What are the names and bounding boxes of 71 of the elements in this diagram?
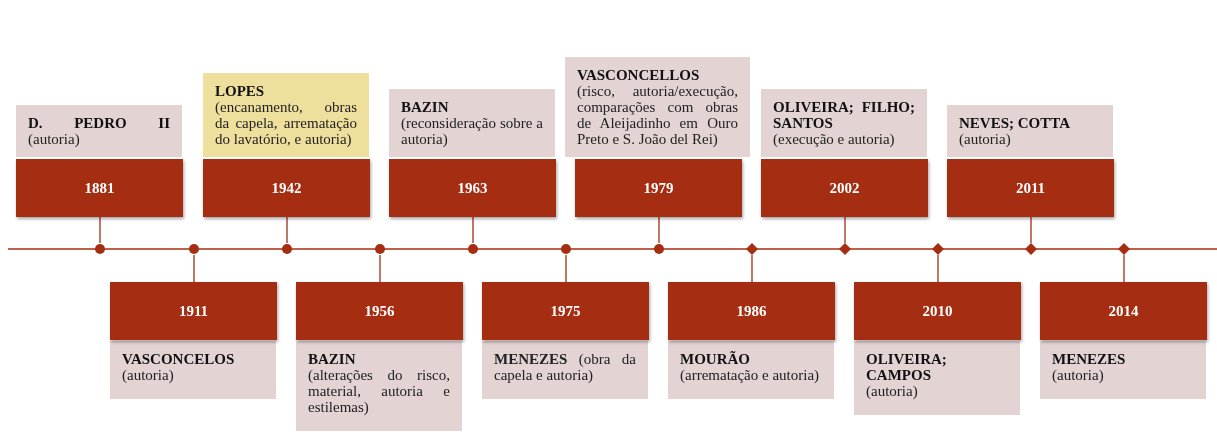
connector-line	[99, 216, 101, 244]
author-name: BAZIN	[401, 99, 450, 115]
timeline-dot	[560, 243, 572, 255]
timeline-dot	[374, 243, 386, 255]
description-text: (reconsideração sobre a autoria)	[401, 115, 543, 147]
connector-line	[565, 254, 567, 283]
author-name: LOPES	[215, 83, 266, 99]
timeline-diamond	[1118, 243, 1130, 255]
description-card	[482, 341, 648, 399]
description-card	[203, 73, 369, 157]
year-banner: 2010	[854, 282, 1021, 340]
year-banner: 1942	[203, 159, 370, 217]
connector-line	[379, 254, 381, 283]
description-text: (alterações do risco, material, autoria e estilemas)	[308, 367, 450, 415]
author-name: VASCONCELOS	[122, 351, 236, 367]
description-card	[668, 341, 834, 399]
connector-line	[472, 216, 474, 244]
connector-line	[1030, 216, 1032, 244]
author-name: VASCONCELLOS	[577, 67, 701, 83]
author-name: OLIVEIRA; FILHO; SANTOS	[773, 99, 915, 131]
timeline-diamond	[746, 243, 758, 255]
description-text: MENEZES (obra da capela e autoria)	[494, 351, 636, 383]
description-card	[761, 89, 927, 157]
description-card	[16, 105, 182, 157]
year-banner: 1975	[482, 282, 649, 340]
author-name: MOURÃO	[680, 351, 751, 367]
year-banner: 1963	[389, 159, 556, 217]
description-text: (autoria)	[28, 131, 81, 147]
description-card	[389, 89, 555, 157]
connector-line	[844, 216, 846, 244]
year-banner: 2002	[761, 159, 928, 217]
description-text: (autoria)	[866, 383, 919, 399]
description-card	[110, 341, 276, 399]
description-card	[1040, 341, 1206, 399]
year-banner: 1881	[16, 159, 183, 217]
connector-line	[1123, 254, 1125, 283]
year-banner: 1979	[575, 159, 742, 217]
year-banner: 2014	[1040, 282, 1207, 340]
year-banner: 1986	[668, 282, 835, 340]
connector-line	[658, 216, 660, 244]
description-text: (autoria)	[122, 367, 175, 383]
timeline-diamond	[839, 243, 851, 255]
description-card	[854, 341, 1020, 415]
author-name: OLIVEIRA; CAMPOS	[866, 351, 948, 383]
description-card	[947, 105, 1113, 157]
timeline-diamond	[932, 243, 944, 255]
year-banner: 1911	[110, 282, 277, 340]
connector-line	[286, 216, 288, 244]
author-name: MENEZES	[1052, 351, 1127, 367]
connector-line	[193, 254, 195, 283]
description-text: (risco, autoria/execução, comparações com obras de Aleijadinho em Ouro Preto e S. João del Rei)	[577, 83, 738, 147]
connector-line	[751, 254, 753, 283]
author-name: BAZIN	[308, 351, 357, 367]
timeline-dot	[467, 243, 479, 255]
author-name: NEVES; COTTA	[959, 115, 1071, 131]
description-text: (autoria)	[959, 131, 1012, 147]
description-card	[565, 57, 750, 157]
timeline-dot	[281, 243, 293, 255]
year-banner: 1956	[296, 282, 463, 340]
year-banner: 2011	[947, 159, 1114, 217]
description-card	[296, 341, 462, 431]
description-text: (execução e autoria)	[773, 131, 896, 147]
timeline-dot	[653, 243, 665, 255]
timeline-diamond	[1025, 243, 1037, 255]
timeline-dot	[188, 243, 200, 255]
description-text: (autoria)	[1052, 367, 1105, 383]
author-name: D. PEDRO II	[28, 115, 170, 131]
description-text: (arrematação e autoria)	[680, 367, 821, 383]
timeline-dot	[94, 243, 106, 255]
description-text: (encanamento, obras da capela, arrematação do lavatório, e autoria)	[215, 99, 357, 147]
connector-line	[937, 254, 939, 283]
